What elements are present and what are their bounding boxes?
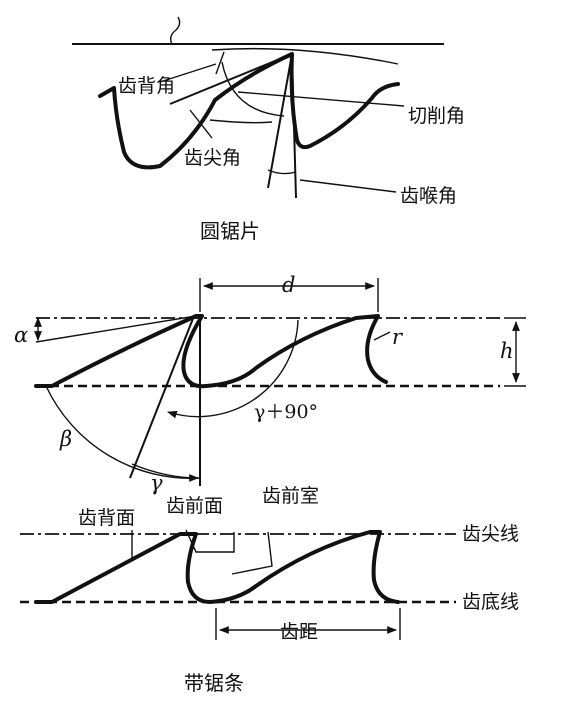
symbol-gamma-plus-90: γ＋90° bbox=[254, 401, 318, 423]
gamma-plus-90-arc bbox=[167, 319, 299, 419]
tooth-profile-figure: d h r α β γ γ＋90° bbox=[14, 273, 526, 495]
label-root-line: 齿底线 bbox=[462, 591, 519, 613]
gullet-angle-arc bbox=[267, 169, 297, 175]
leader-cutting-angle bbox=[237, 91, 405, 107]
label-gullet: 齿前室 bbox=[262, 485, 319, 507]
label-gullet-angle: 齿喉角 bbox=[400, 185, 457, 207]
tooth-back-line bbox=[169, 53, 293, 105]
front-face-line bbox=[129, 315, 195, 479]
label-tip-angle: 齿尖角 bbox=[184, 147, 241, 169]
leader-tip-angle bbox=[189, 109, 213, 139]
rim-arc bbox=[211, 47, 399, 65]
beta-arc bbox=[45, 385, 201, 479]
caption-circular-saw: 圆锯片 bbox=[200, 219, 260, 243]
gamma-arc bbox=[131, 463, 199, 482]
symbol-h: h bbox=[500, 339, 514, 363]
gullet-line bbox=[291, 53, 297, 199]
label-pitch: 齿距 bbox=[280, 621, 318, 643]
label-cutting-angle: 切削角 bbox=[408, 105, 465, 127]
leader-back-angle bbox=[159, 63, 217, 83]
symbol-alpha: α bbox=[14, 323, 28, 347]
back-angle-mark bbox=[215, 51, 225, 75]
leader-front-face bbox=[185, 529, 235, 553]
label-tip-line: 齿尖线 bbox=[462, 523, 519, 545]
r-leader bbox=[373, 331, 391, 341]
symbol-beta: β bbox=[59, 427, 72, 451]
band-saw-figure: 齿背面 齿前面 齿前室 齿尖线 齿底线 齿距 带锯条 bbox=[20, 485, 519, 695]
symbol-gamma: γ bbox=[150, 471, 163, 495]
label-back-angle: 齿背角 bbox=[118, 75, 175, 97]
label-front-face: 齿前面 bbox=[166, 495, 223, 517]
caption-band-saw: 带锯条 bbox=[184, 671, 244, 695]
band-saw-teeth-profile bbox=[34, 530, 400, 604]
symbol-d: d bbox=[282, 273, 295, 297]
label-back-face: 齿背面 bbox=[78, 507, 135, 529]
tooth-profile-outline bbox=[34, 314, 388, 389]
back-face-line bbox=[35, 315, 197, 343]
leader-gullet bbox=[231, 531, 273, 575]
tooth-front-line bbox=[267, 53, 293, 189]
symbol-r: r bbox=[392, 325, 404, 349]
break-mark bbox=[169, 16, 181, 45]
tip-angle-arc bbox=[209, 119, 273, 124]
leader-gullet-angle bbox=[299, 179, 397, 193]
circular-saw-figure: 齿背角 切削角 齿尖角 齿喉角 圆锯片 bbox=[72, 16, 465, 243]
cutting-angle-arc bbox=[221, 61, 285, 117]
